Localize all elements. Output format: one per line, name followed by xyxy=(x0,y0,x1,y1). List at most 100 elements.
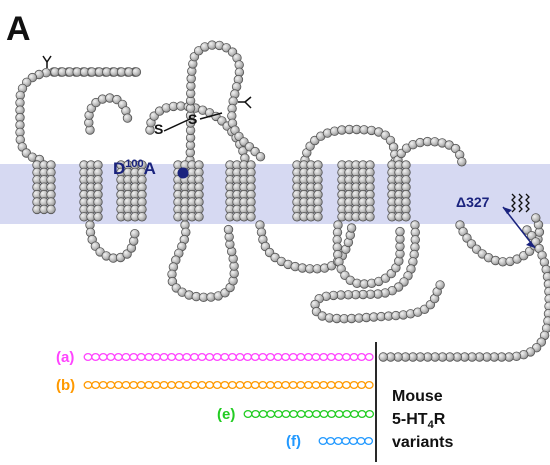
variant-a-tail-residue xyxy=(273,352,283,362)
variant-a-tail-residue xyxy=(303,352,313,362)
variant-a-tail-residue xyxy=(296,352,306,362)
variant-b-tail-residue xyxy=(197,380,207,390)
variant-e-tail-residue xyxy=(243,409,253,419)
variant-a-tail-residue xyxy=(341,352,351,362)
helix-residue xyxy=(93,212,103,222)
truncation-marker: Δ327 xyxy=(456,193,536,249)
variant-a-tail-residue xyxy=(227,352,237,362)
disulfide-bond: S S xyxy=(154,111,223,137)
svg-text:D100A: D100A xyxy=(113,158,156,178)
variant-b-tail-residue xyxy=(182,380,192,390)
variant-b-tail-residue xyxy=(212,380,222,390)
variant-f-tail-residue xyxy=(326,436,336,446)
variant-b-tail-residue xyxy=(311,380,321,390)
variant-b-tail-residue xyxy=(235,380,245,390)
palmitoylation-squiggle-3 xyxy=(525,193,530,213)
variant-a-tail-residue xyxy=(235,352,245,362)
variant-e-tail-residue xyxy=(258,409,268,419)
variant-b-tail-residue xyxy=(189,380,199,390)
loop-residue xyxy=(223,224,234,235)
variant-e-tail-residue xyxy=(349,409,359,419)
variant-b-tail-residue xyxy=(258,380,268,390)
variant-a-tail-residue xyxy=(121,352,131,362)
variant-b-tail-residue xyxy=(303,380,313,390)
loop-residue xyxy=(531,213,541,223)
mutation-substitution: A xyxy=(144,159,156,178)
loop-residue xyxy=(435,280,445,290)
variant-b-tail-residue xyxy=(144,380,154,390)
variant-a-tail-residue xyxy=(326,352,336,362)
legend-line-3: variants xyxy=(392,434,453,451)
variant-a-tail-residue xyxy=(319,352,329,362)
legend-line-2-prefix: 5-HT xyxy=(392,411,428,428)
variant-e-label: (e) xyxy=(217,406,235,423)
variant-b-tail-residue xyxy=(357,380,367,390)
variant-f-tail-residue xyxy=(364,436,374,446)
mutation-position: 100 xyxy=(125,158,143,170)
helix-residue xyxy=(46,204,56,215)
variant-e-tail-residue xyxy=(289,409,299,419)
loop-residue xyxy=(122,113,133,123)
variant-a-label: (a) xyxy=(56,349,74,366)
variant-b-tail-residue xyxy=(265,380,275,390)
variant-b-tail-residue xyxy=(129,380,139,390)
variant-e-tail-residue xyxy=(296,409,306,419)
legend-line-1: Mouse xyxy=(392,388,443,405)
loop-residue xyxy=(130,228,140,239)
glycosylation-site-n-terminus xyxy=(42,55,52,68)
variant-a-tail-residue xyxy=(311,352,321,362)
sulfur-right-label: S xyxy=(188,111,197,127)
loop-residue xyxy=(255,151,266,162)
variant-a-tail-residue xyxy=(167,352,177,362)
legend-line-2-suffix: R xyxy=(434,411,446,428)
loop-residue xyxy=(346,223,357,233)
variant-a-tail-residue xyxy=(205,352,215,362)
variant-b-tail-residue xyxy=(106,380,116,390)
variant-e-tail-residue xyxy=(251,409,261,419)
variant-f-tail-residue xyxy=(333,436,343,446)
variant-a-tail-residue xyxy=(106,352,116,362)
variant-b-tail-residue xyxy=(281,380,291,390)
variant-b-tail-residue xyxy=(167,380,177,390)
n-terminus-residue xyxy=(131,67,142,77)
variant-e-tail-residue xyxy=(365,409,375,419)
variant-a-tail-residue xyxy=(151,352,161,362)
variant-f-tail-residue xyxy=(318,436,328,446)
variant-e-tail-residue xyxy=(327,409,337,419)
variant-a-tail-residue xyxy=(258,352,268,362)
variant-a-tail-residue xyxy=(212,352,222,362)
variant-e-tail-residue xyxy=(304,409,314,419)
variant-b-tail-residue xyxy=(243,380,253,390)
variant-e-tail-residue xyxy=(342,409,352,419)
palmitoylation-squiggle-2 xyxy=(518,193,523,213)
variant-a-tail-residue xyxy=(189,352,199,362)
variant-b-tail-residue xyxy=(273,380,283,390)
variant-a-tail-residue xyxy=(197,352,207,362)
panel-label: A xyxy=(6,10,31,48)
variant-b-tail-residue xyxy=(83,380,93,390)
variant-a-tail-residue xyxy=(98,352,108,362)
variant-a-tail-residue xyxy=(91,352,101,362)
variant-e-tail-residue xyxy=(273,409,283,419)
variant-a-tail-residue xyxy=(182,352,192,362)
variant-b-tail-residue xyxy=(136,380,146,390)
helix-residue xyxy=(246,212,256,222)
variant-b-tail-residue xyxy=(121,380,131,390)
variant-b-tail-residue xyxy=(91,380,101,390)
variant-b-tail-residue xyxy=(364,380,374,390)
variant-e-tail-residue xyxy=(281,409,291,419)
glycosylation-site-loop xyxy=(238,96,252,109)
variant-a-tail-residue xyxy=(129,352,139,362)
variant-b-tail-residue xyxy=(220,380,230,390)
legend-line-2-sub: 4 xyxy=(428,419,435,431)
sulfur-left-label: S xyxy=(154,121,163,137)
loop-residue xyxy=(395,226,405,237)
variant-b-tail-residue xyxy=(349,380,359,390)
variant-b-tail-residue xyxy=(341,380,351,390)
variant-f-tail-residue xyxy=(356,436,366,446)
variant-b-tail-residue xyxy=(205,380,215,390)
variant-a-tail-residue xyxy=(288,352,298,362)
helix-residue xyxy=(401,212,411,222)
variant-b-tail-residue xyxy=(296,380,306,390)
